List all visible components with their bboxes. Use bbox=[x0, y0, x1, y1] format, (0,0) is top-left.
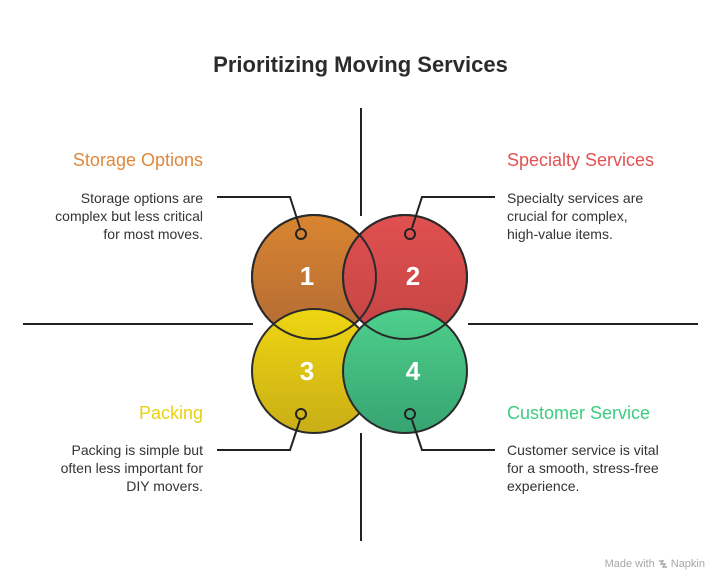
connector-packing bbox=[217, 419, 301, 451]
heading-specialty-services: Specialty Services bbox=[507, 150, 655, 170]
number-3: 3 bbox=[300, 356, 314, 386]
connector-customer-service bbox=[411, 419, 495, 451]
heading-packing: Packing bbox=[138, 403, 203, 423]
connector-specialty-services bbox=[411, 196, 495, 229]
desc-customer-service: Customer service is vital for a smooth, … bbox=[507, 442, 659, 494]
connector-storage-options bbox=[217, 196, 301, 229]
heading-storage-options: Storage Options bbox=[72, 150, 203, 170]
desc-packing: Packing is simple but often less importa… bbox=[60, 442, 203, 494]
desc-specialty-services: Specialty services are crucial for compl… bbox=[507, 190, 644, 242]
anchor-dot-storage-options bbox=[295, 228, 307, 240]
number-4: 4 bbox=[406, 356, 421, 386]
anchor-dot-customer-service bbox=[404, 408, 416, 420]
number-2: 2 bbox=[406, 261, 420, 291]
watermark-brand: Napkin bbox=[670, 558, 705, 570]
watermark[interactable]: Made with Napkin bbox=[605, 558, 705, 570]
desc-storage-options: Storage options are complex but less cri… bbox=[55, 190, 203, 242]
anchor-dot-specialty-services bbox=[404, 228, 416, 240]
napkin-logo-icon bbox=[658, 560, 667, 568]
number-1: 1 bbox=[300, 261, 314, 291]
watermark-made-with: Made with bbox=[604, 558, 655, 570]
anchor-dot-packing bbox=[295, 408, 307, 420]
page-title: Prioritizing Moving Services bbox=[213, 52, 508, 77]
circle-customer-service bbox=[342, 308, 468, 434]
heading-customer-service: Customer Service bbox=[507, 403, 651, 423]
